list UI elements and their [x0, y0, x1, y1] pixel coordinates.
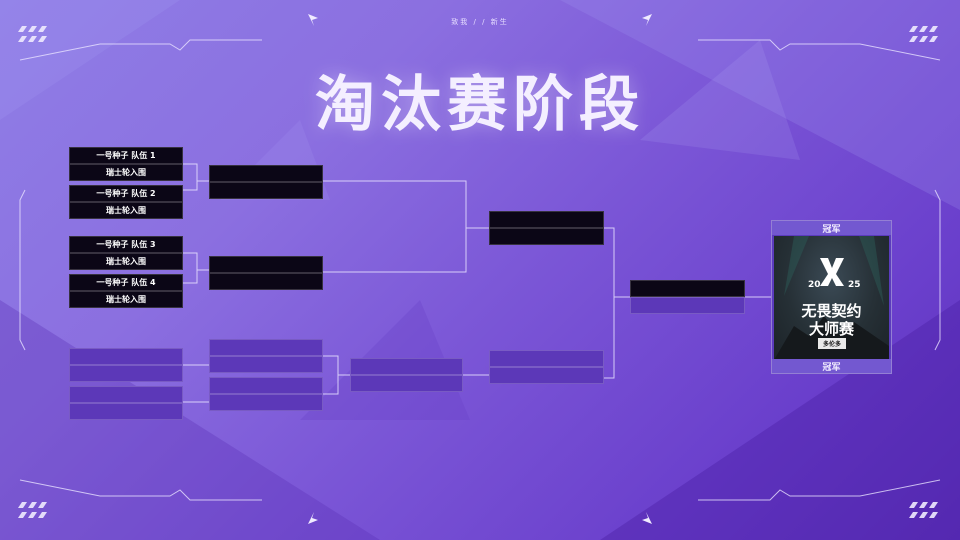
- lower-r2-1-top[interactable]: [209, 339, 323, 356]
- upper-semi-1-top[interactable]: [209, 165, 323, 182]
- upper-semi-2-top[interactable]: [209, 256, 323, 273]
- lower-r3-top[interactable]: [350, 358, 463, 375]
- lower-r3-bottom[interactable]: [350, 375, 463, 392]
- grand-final-top[interactable]: [630, 280, 745, 297]
- upper-final-bottom[interactable]: [489, 228, 604, 245]
- team-slot-1-top[interactable]: 一号种子 队伍 1: [69, 147, 183, 164]
- page-title: 淘汰赛阶段: [315, 70, 645, 140]
- lower-r1-2-top[interactable]: [69, 386, 183, 403]
- champion-logo-art: 20 25 无畏契约 大师赛 多伦多: [774, 236, 889, 360]
- logo-title-line2: 大师赛: [808, 320, 854, 338]
- team-slot-3-top[interactable]: 一号种子 队伍 3: [69, 236, 183, 253]
- logo-title-line1: 无畏契约: [801, 302, 862, 320]
- champion-label-bottom: 冠军: [772, 359, 891, 373]
- team-slot-4-top[interactable]: 一号种子 队伍 4: [69, 274, 183, 291]
- lower-r2-2-top[interactable]: [209, 377, 323, 394]
- upper-semi-1-bottom[interactable]: [209, 182, 323, 199]
- champion-card: 冠军 20 25 无畏契约 大师赛 多伦多 冠军: [771, 220, 892, 374]
- team-slot-3-bottom[interactable]: 瑞士轮入围: [69, 253, 183, 270]
- lower-r2-1-bottom[interactable]: [209, 356, 323, 373]
- lower-r1-2-bottom[interactable]: [69, 403, 183, 420]
- header-tagline: 致我 / / 新生: [451, 18, 509, 26]
- upper-semi-2-bottom[interactable]: [209, 273, 323, 290]
- lower-r2-2-bottom[interactable]: [209, 394, 323, 411]
- lower-final-bottom[interactable]: [489, 367, 604, 384]
- lower-r1-1-bottom[interactable]: [69, 365, 183, 382]
- logo-city-badge: 多伦多: [818, 338, 846, 349]
- champion-label-top: 冠军: [772, 221, 891, 235]
- lower-final-top[interactable]: [489, 350, 604, 367]
- logo-year-left: 20: [808, 280, 821, 290]
- logo-year-right: 25: [848, 280, 861, 290]
- team-slot-4-bottom[interactable]: 瑞士轮入围: [69, 291, 183, 308]
- team-slot-1-bottom[interactable]: 瑞士轮入围: [69, 164, 183, 181]
- team-slot-2-top[interactable]: 一号种子 队伍 2: [69, 185, 183, 202]
- grand-final-bottom[interactable]: [630, 297, 745, 314]
- slash-pattern-icon: [18, 26, 938, 518]
- upper-final-top[interactable]: [489, 211, 604, 228]
- arrow-icon: [308, 14, 652, 524]
- lower-r1-1-top[interactable]: [69, 348, 183, 365]
- team-slot-2-bottom[interactable]: 瑞士轮入围: [69, 202, 183, 219]
